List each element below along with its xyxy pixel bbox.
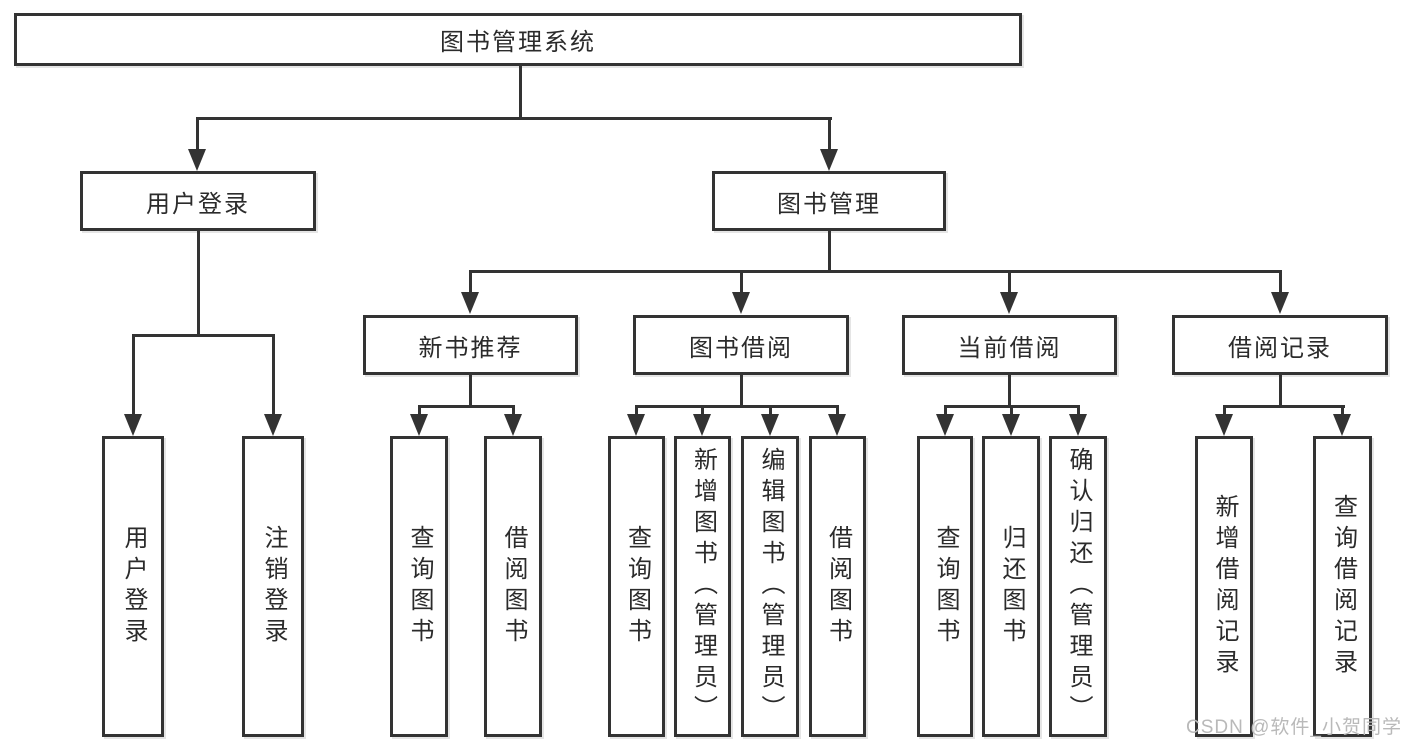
node-label: 查询图书 xyxy=(932,524,959,649)
node-library-management-system: 图书管理系统 xyxy=(14,13,1022,66)
node-book-management: 图书管理 xyxy=(712,171,946,231)
connector-drop-leaf xyxy=(1010,405,1013,416)
node-label: 新增借阅记录 xyxy=(1211,493,1238,680)
connector-drop-book-management xyxy=(828,117,831,150)
node-label: 图书管理 xyxy=(777,190,881,218)
arrow-down-icon xyxy=(828,414,846,436)
arrow-down-icon xyxy=(504,414,522,436)
arrow-down-icon xyxy=(1215,414,1233,436)
node-label: 用户登录 xyxy=(120,524,147,649)
connector-drop-leaf xyxy=(701,405,704,416)
arrow-down-icon xyxy=(1002,414,1020,436)
node-label: 借阅图书 xyxy=(824,524,852,649)
arrow-down-icon xyxy=(761,414,779,436)
node-book-borrowing: 图书借阅 xyxy=(633,315,849,375)
arrow-down-icon xyxy=(1271,292,1289,314)
leaf-borrow-books: 借阅图书 xyxy=(809,436,866,737)
connector-book-borrow-distributor xyxy=(635,405,839,408)
connector-book-management-stem xyxy=(828,231,831,272)
arrow-down-icon xyxy=(188,149,206,171)
node-label: 图书借阅 xyxy=(689,334,793,362)
arrow-down-icon xyxy=(264,414,282,436)
node-label: 注销登录 xyxy=(260,524,287,649)
connector-drop-leaf xyxy=(512,405,515,416)
leaf-query-borrow-record: 查询借阅记录 xyxy=(1313,436,1372,737)
node-user-login: 用户登录 xyxy=(80,171,316,231)
node-current-borrowing: 当前借阅 xyxy=(902,315,1117,375)
arrow-down-icon xyxy=(627,414,645,436)
connector-drop-current-borrow xyxy=(1008,270,1011,293)
leaf-return-books: 归还图书 xyxy=(982,436,1040,737)
connector-current-borrow-stem xyxy=(1008,375,1011,407)
connector-borrow-records-distributor xyxy=(1223,405,1345,408)
leaf-query-books-borrowing: 查询图书 xyxy=(608,436,665,737)
node-label: 编辑图书（管理员） xyxy=(757,447,784,726)
node-label: 确认归还（管理员） xyxy=(1065,447,1092,726)
connector-drop-leaf xyxy=(836,405,839,416)
node-label: 归还图书 xyxy=(998,524,1025,649)
connector-drop-login-leaf xyxy=(132,334,135,415)
leaf-user-login: 用户登录 xyxy=(102,436,164,737)
node-label: 查询图书 xyxy=(623,524,651,649)
arrow-down-icon xyxy=(820,149,838,171)
connector-new-book-distributor xyxy=(418,405,514,408)
connector-drop-logout-leaf xyxy=(272,334,275,415)
connector-drop-borrow-records xyxy=(1279,270,1282,293)
connector-drop-leaf xyxy=(635,405,638,416)
arrow-down-icon xyxy=(1000,292,1018,314)
arrow-down-icon xyxy=(461,292,479,314)
connector-drop-leaf xyxy=(418,405,421,416)
csdn-watermark: CSDN @软件_小贺同学 xyxy=(1186,717,1402,738)
node-label: 借阅图书 xyxy=(500,524,527,649)
arrow-down-icon xyxy=(1333,414,1351,436)
connector-drop-user-login xyxy=(196,117,199,150)
leaf-borrow-books-recommend: 借阅图书 xyxy=(484,436,542,737)
connector-drop-leaf xyxy=(769,405,772,416)
node-label: 新增图书（管理员） xyxy=(689,447,717,726)
leaf-add-books-admin: 新增图书（管理员） xyxy=(674,436,731,737)
arrow-down-icon xyxy=(936,414,954,436)
leaf-edit-books-admin: 编辑图书（管理员） xyxy=(741,436,799,737)
connector-drop-new-book xyxy=(469,270,472,293)
node-label: 借阅记录 xyxy=(1228,334,1332,362)
arrow-down-icon xyxy=(124,414,142,436)
connector-drop-leaf xyxy=(1077,405,1080,416)
connector-drop-leaf xyxy=(1223,405,1226,416)
connector-user-login-stem xyxy=(197,231,200,337)
connector-drop-leaf xyxy=(1341,405,1344,416)
connector-user-login-distributor xyxy=(132,334,275,337)
node-label: 查询图书 xyxy=(406,524,433,649)
leaf-confirm-return-admin: 确认归还（管理员） xyxy=(1049,436,1107,737)
arrow-down-icon xyxy=(410,414,428,436)
connector-book-borrow-stem xyxy=(740,375,743,407)
node-label: 当前借阅 xyxy=(957,334,1062,362)
node-borrowing-records: 借阅记录 xyxy=(1172,315,1388,375)
connector-level3-distributor xyxy=(469,270,1282,273)
leaf-add-borrow-record: 新增借阅记录 xyxy=(1195,436,1253,737)
connector-drop-book-borrow xyxy=(740,270,743,293)
arrow-down-icon xyxy=(693,414,711,436)
leaf-query-books-recommend: 查询图书 xyxy=(390,436,448,737)
arrow-down-icon xyxy=(1069,414,1087,436)
connector-new-book-stem xyxy=(469,375,472,407)
connector-level2-distributor xyxy=(196,117,832,120)
node-label: 查询借阅记录 xyxy=(1329,493,1357,680)
leaf-logout-login: 注销登录 xyxy=(242,436,304,737)
connector-root-trunk xyxy=(519,66,522,120)
arrow-down-icon xyxy=(732,292,750,314)
node-label: 新书推荐 xyxy=(418,334,523,362)
connector-drop-leaf xyxy=(944,405,947,416)
node-new-book-recommend: 新书推荐 xyxy=(363,315,578,375)
connector-borrow-records-stem xyxy=(1279,375,1282,407)
node-label: 图书管理系统 xyxy=(440,29,596,56)
node-label: 用户登录 xyxy=(146,190,250,218)
leaf-query-books-current: 查询图书 xyxy=(917,436,973,737)
